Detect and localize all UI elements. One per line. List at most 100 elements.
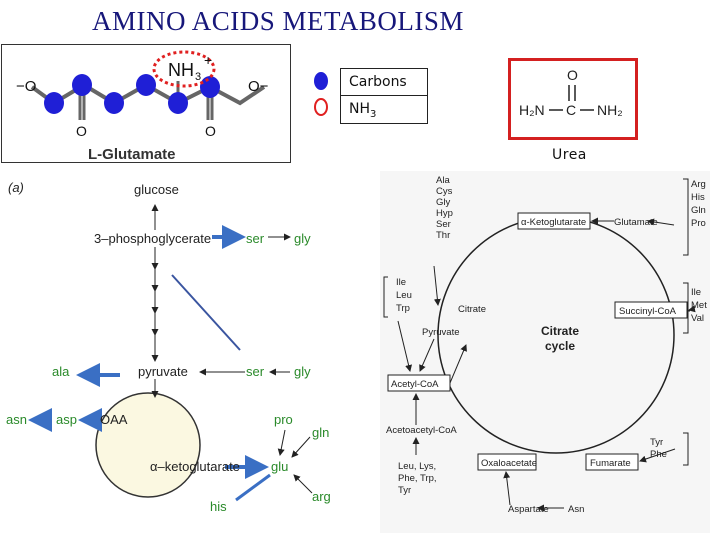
acetoacetyl-label: Acetoacetyl-CoA — [386, 425, 457, 436]
legend-nh3-sub: 3 — [370, 108, 377, 120]
carboxylate-oxygen-right: O− — [248, 78, 269, 95]
carbon-atom — [200, 76, 220, 98]
amino-acid-label: Ser — [436, 219, 451, 230]
pyruvate-label: pyruvate — [138, 364, 188, 379]
metabolite-box: Succinyl-CoA — [614, 301, 688, 319]
arrow — [291, 436, 311, 458]
aspartate-label: Aspartate — [508, 504, 549, 515]
carbon-atom — [72, 74, 92, 96]
glutamate-name: L-Glutamate — [88, 146, 176, 162]
metabolite-box: α-Ketoglutarate — [517, 212, 591, 230]
arrow — [647, 218, 675, 226]
glutamate-diagram: NH 3 + −O O− O O L-Glutamate — [16, 50, 269, 162]
ketoglutarate-box: α-Ketoglutarate — [521, 217, 586, 228]
arrow — [277, 429, 286, 456]
amino-acid-label: Tyr — [650, 437, 663, 448]
annotation-line — [171, 274, 241, 351]
gln-label: gln — [312, 425, 329, 440]
glucose-label: glucose — [134, 182, 179, 197]
amino-acid-label: Arg — [691, 179, 706, 190]
amino-acid-label: Thr — [436, 230, 450, 241]
carbon-atom — [136, 74, 156, 96]
amino-acid-label: Leu — [396, 290, 412, 301]
citrate-cycle-diagram: Citrate cycle α-Ketoglutarate Succinyl-C… — [380, 171, 710, 533]
amino-acid-label: Ala — [436, 175, 450, 186]
amino-acid-label: Met — [691, 300, 707, 311]
legend-nh3-label: NH — [349, 101, 370, 117]
metabolite-box: Acetyl-CoA — [387, 374, 451, 392]
legend-markers — [314, 72, 328, 116]
page-title: AMINO ACIDS METABOLISM — [92, 6, 464, 36]
glutamate-label: Glutamate — [614, 217, 658, 228]
glutamate-structure-panel: NH 3 + −O O− O O L-Glutamate — [1, 44, 291, 163]
bracket — [683, 282, 689, 334]
arrow — [419, 338, 435, 372]
oxaloacetate-box: Oxaloacetate — [481, 458, 537, 469]
carbon-atom — [104, 92, 124, 114]
bracket — [383, 276, 388, 318]
citrate-label: Citrate — [458, 304, 486, 315]
nh3-legend-icon — [314, 98, 328, 116]
urea-structure-box: O H₂N C NH₂ — [508, 58, 638, 140]
amino-acid-label: Val — [691, 313, 704, 324]
urea-nh2: NH₂ — [597, 102, 623, 118]
arrow — [449, 344, 467, 384]
arrow — [293, 474, 313, 494]
arrow — [433, 265, 441, 306]
his-label: his — [210, 499, 227, 514]
legend-carbons: Carbons — [349, 74, 407, 90]
amino-acid-label: His — [691, 192, 705, 203]
carbonyl-oxygen-right: O — [205, 123, 216, 139]
biosynthesis-pathway-diagram: (a) glucose 3–phosphoglycerate ser gly p… — [6, 180, 331, 514]
succinyl-box: Succinyl-CoA — [619, 306, 677, 317]
cycle-circle — [95, 392, 201, 498]
amino-acid-label: Trp — [396, 303, 410, 314]
bracket — [683, 432, 689, 466]
amino-acid-label: Phe, Trp, — [398, 473, 437, 484]
urea-h2n: H₂N — [519, 102, 545, 118]
cycle-center-line1: Citrate — [541, 324, 579, 338]
ketoglutarate-label: α–ketoglutarate — [150, 459, 240, 474]
nh3-subscript: 3 — [195, 71, 201, 83]
urea-oxygen: O — [567, 67, 578, 83]
phosphoglycerate-label: 3–phosphoglycerate — [94, 231, 211, 246]
asn-label: asn — [6, 412, 27, 427]
ser-mid-label: ser — [246, 364, 265, 379]
nh3-charge: + — [204, 52, 212, 68]
nh3-highlight-circle — [152, 50, 216, 88]
arrow — [688, 305, 696, 313]
asp-label: asp — [56, 412, 77, 427]
amino-acid-label: Ile — [396, 277, 406, 288]
gly-mid-label: gly — [294, 364, 311, 379]
legend: Carbons NH3 — [340, 68, 428, 124]
urea-diagram: O H₂N C NH₂ — [519, 67, 623, 118]
arrow — [397, 320, 413, 372]
cycle-center-line2: cycle — [545, 339, 575, 353]
glu-label: glu — [271, 459, 288, 474]
urea-label: Urea — [552, 147, 587, 163]
panel-label: (a) — [8, 180, 24, 195]
arg-label: arg — [312, 489, 331, 504]
amino-acid-label: Gln — [691, 205, 706, 216]
oaa-label: OAA — [100, 412, 128, 427]
acetyl-box: Acetyl-CoA — [391, 379, 439, 390]
cycle-panel-bg — [380, 171, 710, 533]
metabolite-box: Oxaloacetate — [477, 453, 537, 471]
ser-top-label: ser — [246, 231, 265, 246]
asn-label: Asn — [568, 504, 584, 515]
carbon-legend-icon — [314, 72, 328, 90]
carbon-atom — [44, 92, 64, 114]
arrow — [639, 448, 676, 463]
blue-arrow — [235, 473, 271, 502]
metabolite-box: Fumarate — [585, 453, 639, 471]
nh3-label: NH — [168, 60, 194, 80]
amino-acid-label: Hyp — [436, 208, 453, 219]
urea-carbon: C — [566, 102, 576, 118]
gly-top-label: gly — [294, 231, 311, 246]
fumarate-box: Fumarate — [590, 458, 631, 469]
arrow — [503, 471, 511, 506]
